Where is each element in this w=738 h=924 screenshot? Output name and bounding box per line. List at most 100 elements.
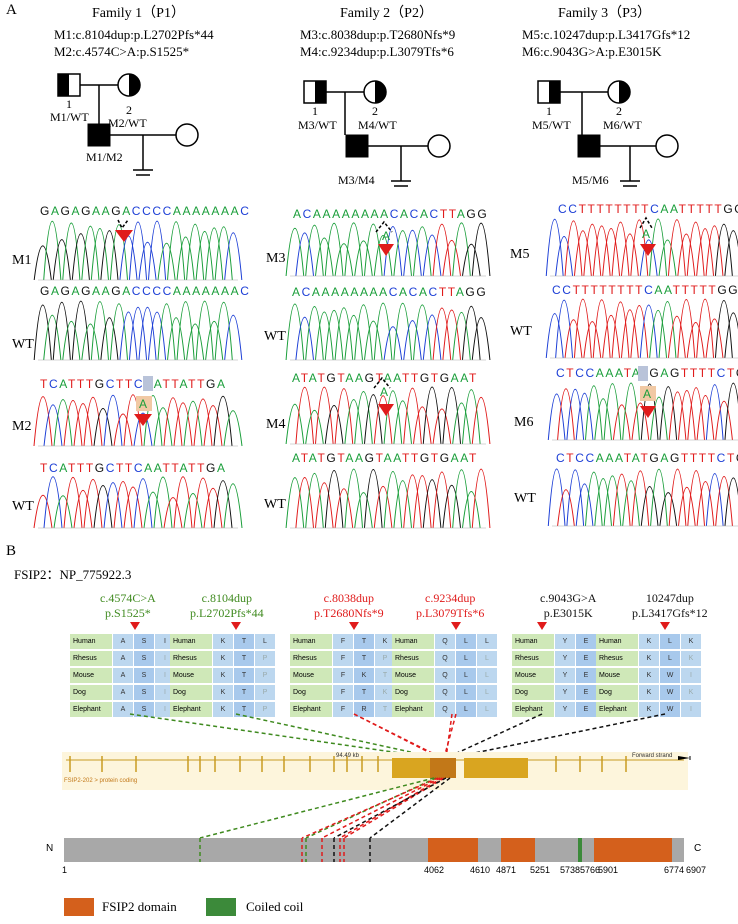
residue: P <box>255 702 275 717</box>
base-C: C <box>240 204 251 218</box>
chromatogram-peak <box>630 219 649 277</box>
trace-label-wt: WT <box>264 497 286 512</box>
chromatogram-peak <box>696 299 715 359</box>
chromatogram-peak <box>724 230 738 277</box>
base-G: G <box>649 451 661 465</box>
chromatogram-peak <box>334 243 354 277</box>
chromatogram-peak <box>566 388 585 441</box>
chromatogram-peak <box>363 394 383 445</box>
base-G: G <box>717 283 729 297</box>
base-T: T <box>375 451 384 465</box>
chromatogram-peak <box>714 223 733 277</box>
chromatogram-peak <box>649 309 668 359</box>
chromatogram-peak <box>452 469 471 529</box>
base-A: A <box>101 204 112 218</box>
base-C: C <box>131 284 143 298</box>
residue: K <box>639 668 659 683</box>
base-T: T <box>605 202 615 216</box>
chromatogram-peak <box>432 223 452 277</box>
base-G: G <box>94 377 106 391</box>
chromatogram-peak <box>461 389 481 445</box>
arrow-down-icon <box>115 230 133 242</box>
f1-mother-num: 2 <box>126 103 132 117</box>
base-T: T <box>590 283 600 297</box>
chromatogram-peak <box>119 311 138 361</box>
chromatogram-peak <box>659 386 678 441</box>
n-terminus-label: N <box>46 843 54 854</box>
chromatogram-peak <box>603 475 622 527</box>
chromatogram-peak <box>354 240 373 277</box>
trace-label-m5: M5 <box>510 247 530 262</box>
chromatogram-peak <box>53 399 73 447</box>
residue: S <box>134 634 154 649</box>
residue: L <box>456 651 476 666</box>
c-terminus-label: C <box>694 843 702 854</box>
chromatogram-peak <box>33 494 53 529</box>
chromatogram-peak <box>147 311 167 361</box>
base-T: T <box>623 451 632 465</box>
base-G: G <box>206 461 217 475</box>
residue: Q <box>435 702 455 717</box>
base-C: C <box>48 461 60 475</box>
residue: Q <box>435 651 455 666</box>
chromatogram-peak <box>62 222 81 281</box>
chromatogram-peak <box>314 311 334 361</box>
chromatogram-peak <box>658 239 677 277</box>
base-A: A <box>355 451 365 465</box>
base-T: T <box>608 283 618 297</box>
trace-label-m3: M3 <box>266 251 286 266</box>
residue: A <box>113 685 133 700</box>
base-A: A <box>153 377 163 391</box>
chromatogram-peak <box>612 404 631 441</box>
trace-seq: GAGAGAAGACCCCAAAAAAAC <box>40 205 250 217</box>
chromatogram-peak <box>295 476 315 529</box>
chromatogram-peak <box>73 490 93 529</box>
base-A: A <box>332 207 342 221</box>
base-C: C <box>562 283 573 297</box>
residue: T <box>234 702 254 717</box>
chromatogram-peak <box>295 387 315 445</box>
trace-label-m4: M4 <box>266 417 286 432</box>
base-T: T <box>581 283 591 297</box>
chromatogram-peak <box>715 401 733 441</box>
position-label: 5901 <box>598 865 619 875</box>
chromatogram-peak <box>547 393 566 441</box>
chromatogram-peak <box>687 470 706 527</box>
base-A: A <box>383 451 394 465</box>
base-A: A <box>460 451 469 465</box>
base-A: A <box>292 285 302 299</box>
arrow-down-icon <box>231 622 241 630</box>
base-C: C <box>429 207 440 221</box>
chromatogram-peak <box>186 223 205 281</box>
position-label: 4610 <box>470 865 491 875</box>
chromatogram-peak <box>677 487 696 527</box>
family-3-title: Family 3（P3） <box>558 6 651 21</box>
base-A: A <box>71 204 82 218</box>
chromatogram-peak <box>393 400 413 445</box>
residue: L <box>456 685 476 700</box>
base-T: T <box>401 451 411 465</box>
svg-text:A: A <box>642 227 650 241</box>
chromatogram-peak <box>183 400 203 447</box>
chromatogram-peak <box>354 492 373 529</box>
base-T: T <box>40 461 49 475</box>
chromatogram-peak <box>573 230 592 277</box>
residue: L <box>660 651 680 666</box>
base-A: A <box>595 366 606 380</box>
chromatogram-peak <box>305 306 324 361</box>
base-A: A <box>172 284 183 298</box>
base-A: A <box>50 204 61 218</box>
chromatogram-peak <box>63 476 83 529</box>
chromatogram-peak <box>602 227 621 277</box>
residue: K <box>375 685 395 700</box>
base-G: G <box>40 284 51 298</box>
base-T: T <box>632 202 642 216</box>
protein-bar <box>64 838 684 862</box>
chromatogram-peak <box>432 307 452 361</box>
chromatogram-peak <box>119 235 138 281</box>
chromatogram-peak <box>557 388 575 441</box>
base-G: G <box>419 451 431 465</box>
